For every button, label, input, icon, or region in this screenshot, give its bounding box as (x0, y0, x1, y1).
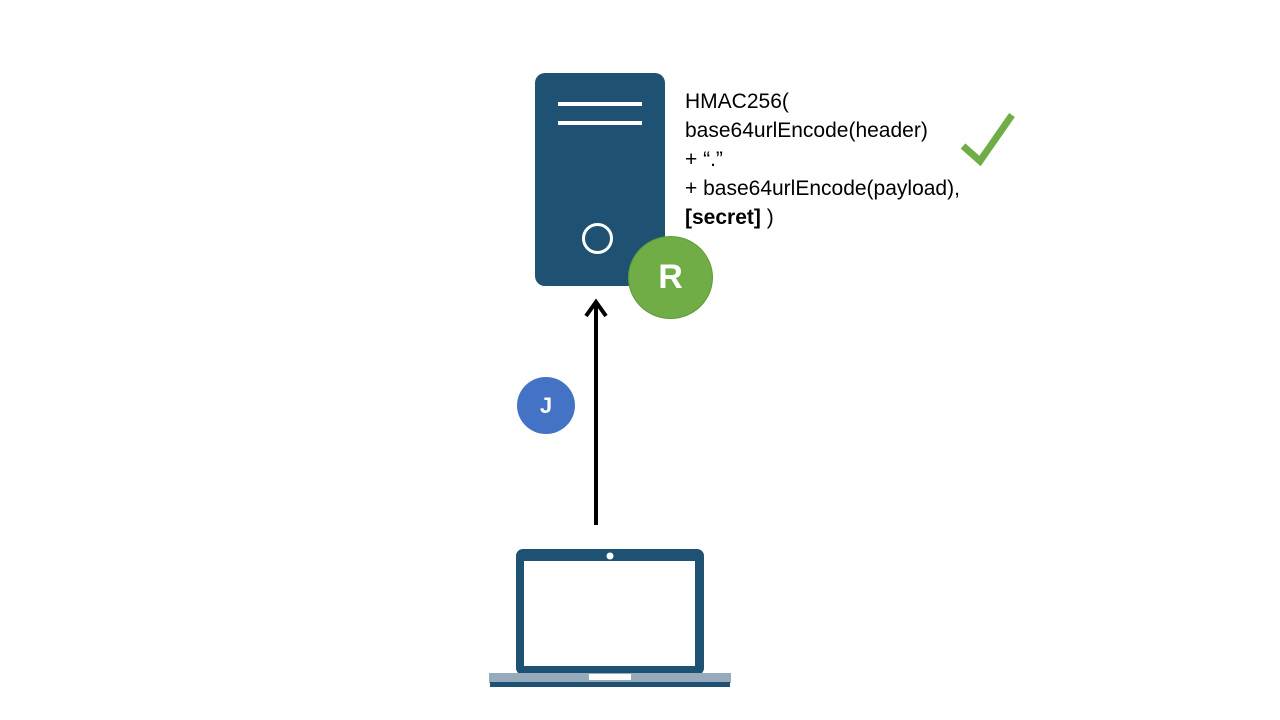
formula-line-4: + base64urlEncode(payload), (685, 177, 960, 200)
jwt-badge-label: J (539, 392, 553, 418)
receiver-badge: R (628, 236, 713, 319)
formula-line-1: HMAC256( (685, 90, 789, 113)
checkmark-icon (960, 113, 1015, 167)
server-slot-line (558, 102, 642, 106)
arrow-up-icon (584, 298, 608, 525)
server-icon (535, 73, 665, 286)
server-power-button-icon (582, 223, 613, 254)
laptop-icon (489, 549, 731, 687)
server-slot-line (558, 121, 642, 125)
formula-line-5: [secret] ) (685, 203, 960, 232)
formula-closing: ) (760, 206, 774, 229)
formula-line-3: + “.” (685, 148, 723, 171)
hmac-formula: HMAC256( base64urlEncode(header) + “.” +… (685, 87, 960, 232)
jwt-badge: J (517, 377, 575, 434)
formula-line-2: base64urlEncode(header) (685, 119, 928, 142)
secret-label: [secret] (685, 206, 761, 229)
receiver-badge-label: R (658, 258, 683, 296)
